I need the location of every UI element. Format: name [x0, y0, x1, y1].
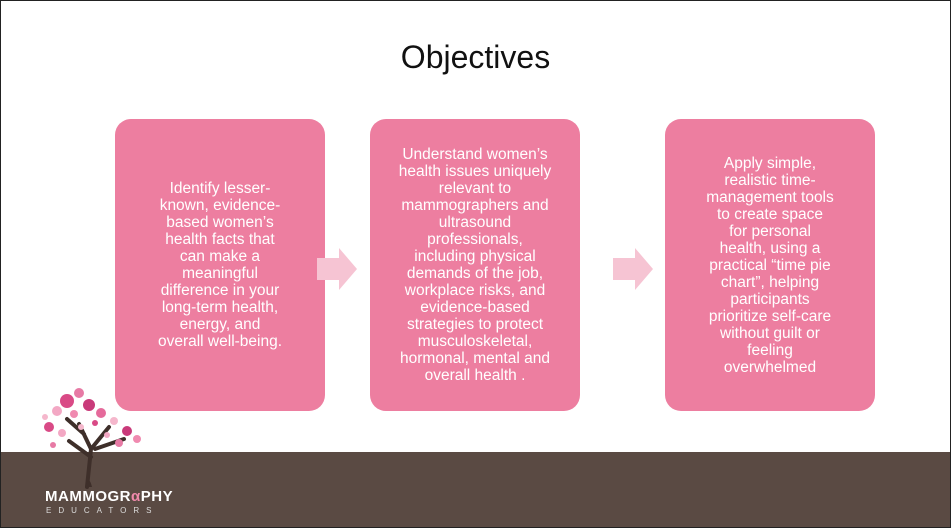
logo-text: MAMMOGRαPHY [45, 488, 173, 505]
slide-title: Objectives [400, 39, 551, 75]
objective-box-2: Understand women’s health issues uniquel… [370, 119, 580, 411]
objective-box-1: Identify lesser- known, evidence- based … [115, 119, 325, 411]
logo-subtitle: EDUCATORS [46, 506, 159, 515]
ribbon-icon: α [131, 488, 141, 505]
objective-text-1: Identify lesser- known, evidence- based … [157, 180, 283, 350]
logo-text-part1: MAMMOGR [45, 488, 131, 505]
arrow-right-icon [613, 248, 653, 290]
logo-text-part2: PHY [140, 488, 174, 505]
objective-box-3: Apply simple, realistic time- management… [665, 119, 875, 411]
tree-logo-icon [42, 388, 141, 489]
arrow-right-icon [317, 248, 357, 290]
objective-text-3: Apply simple, realistic time- management… [706, 154, 834, 376]
objective-text-2: Understand women’s health issues uniquel… [398, 146, 552, 384]
footer-bar [1, 452, 950, 527]
